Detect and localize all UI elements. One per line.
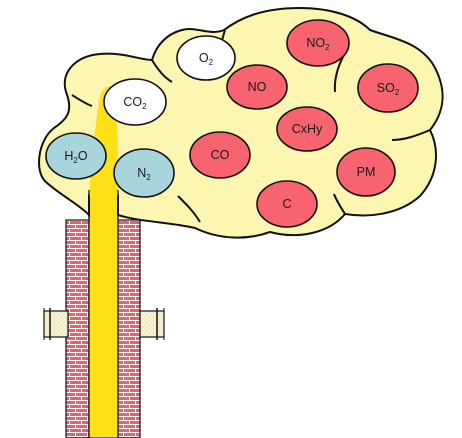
gas-label: C [282,197,291,211]
collar-right-band [140,311,164,337]
gas-bubble-no2: NO2 [287,20,349,66]
gas-bubble-so2: SO2 [358,64,418,112]
gas-label-subscript: 2 [209,58,214,67]
gas-bubble-co2: CO2 [104,79,166,125]
gas-label: NO [248,80,267,94]
gas-label-subscript: 2 [395,88,400,97]
gas-bubble-pm: PM [337,148,395,196]
gas-label-base: NO [306,36,325,50]
gas-label-tail: O [78,149,88,163]
gas-label-subscript: 2 [325,43,330,52]
chimney [44,190,164,438]
gas-bubble-h2o: H2O [46,133,106,179]
gas-bubble-c: C [257,181,317,227]
gas-label: CxHy [292,122,323,136]
gas-label-base: SO [377,81,395,95]
gas-bubble-o2: O2 [177,36,235,80]
collar-left-band [44,311,68,337]
gas-label-base: NO [248,80,267,94]
chimney-brick-right [118,220,140,438]
chimney-brick-left [66,220,89,438]
gas-label-base: H [64,149,73,163]
gas-label-base: C [282,197,291,211]
gas-label-base: CxHy [292,122,323,136]
flue-gas-column [89,190,118,438]
collar-left [44,308,68,340]
gas-label: CO [211,148,230,162]
gas-label-subscript: 2 [146,173,151,182]
gas-label-base: N [137,166,146,180]
gas-bubble-co: CO [190,132,250,178]
gas-label-base: CO [123,95,142,109]
gas-bubble-n2: N2 [114,149,174,197]
gas-label: PM [357,165,376,179]
collar-right [140,308,164,340]
gas-label-base: CO [211,148,230,162]
gas-label-subscript: 2 [142,102,147,111]
gas-bubble-cxhy: CxHy [277,107,337,151]
gas-bubble-no: NO [227,65,287,109]
gas-label-base: O [199,51,209,65]
gas-label-base: PM [357,165,376,179]
